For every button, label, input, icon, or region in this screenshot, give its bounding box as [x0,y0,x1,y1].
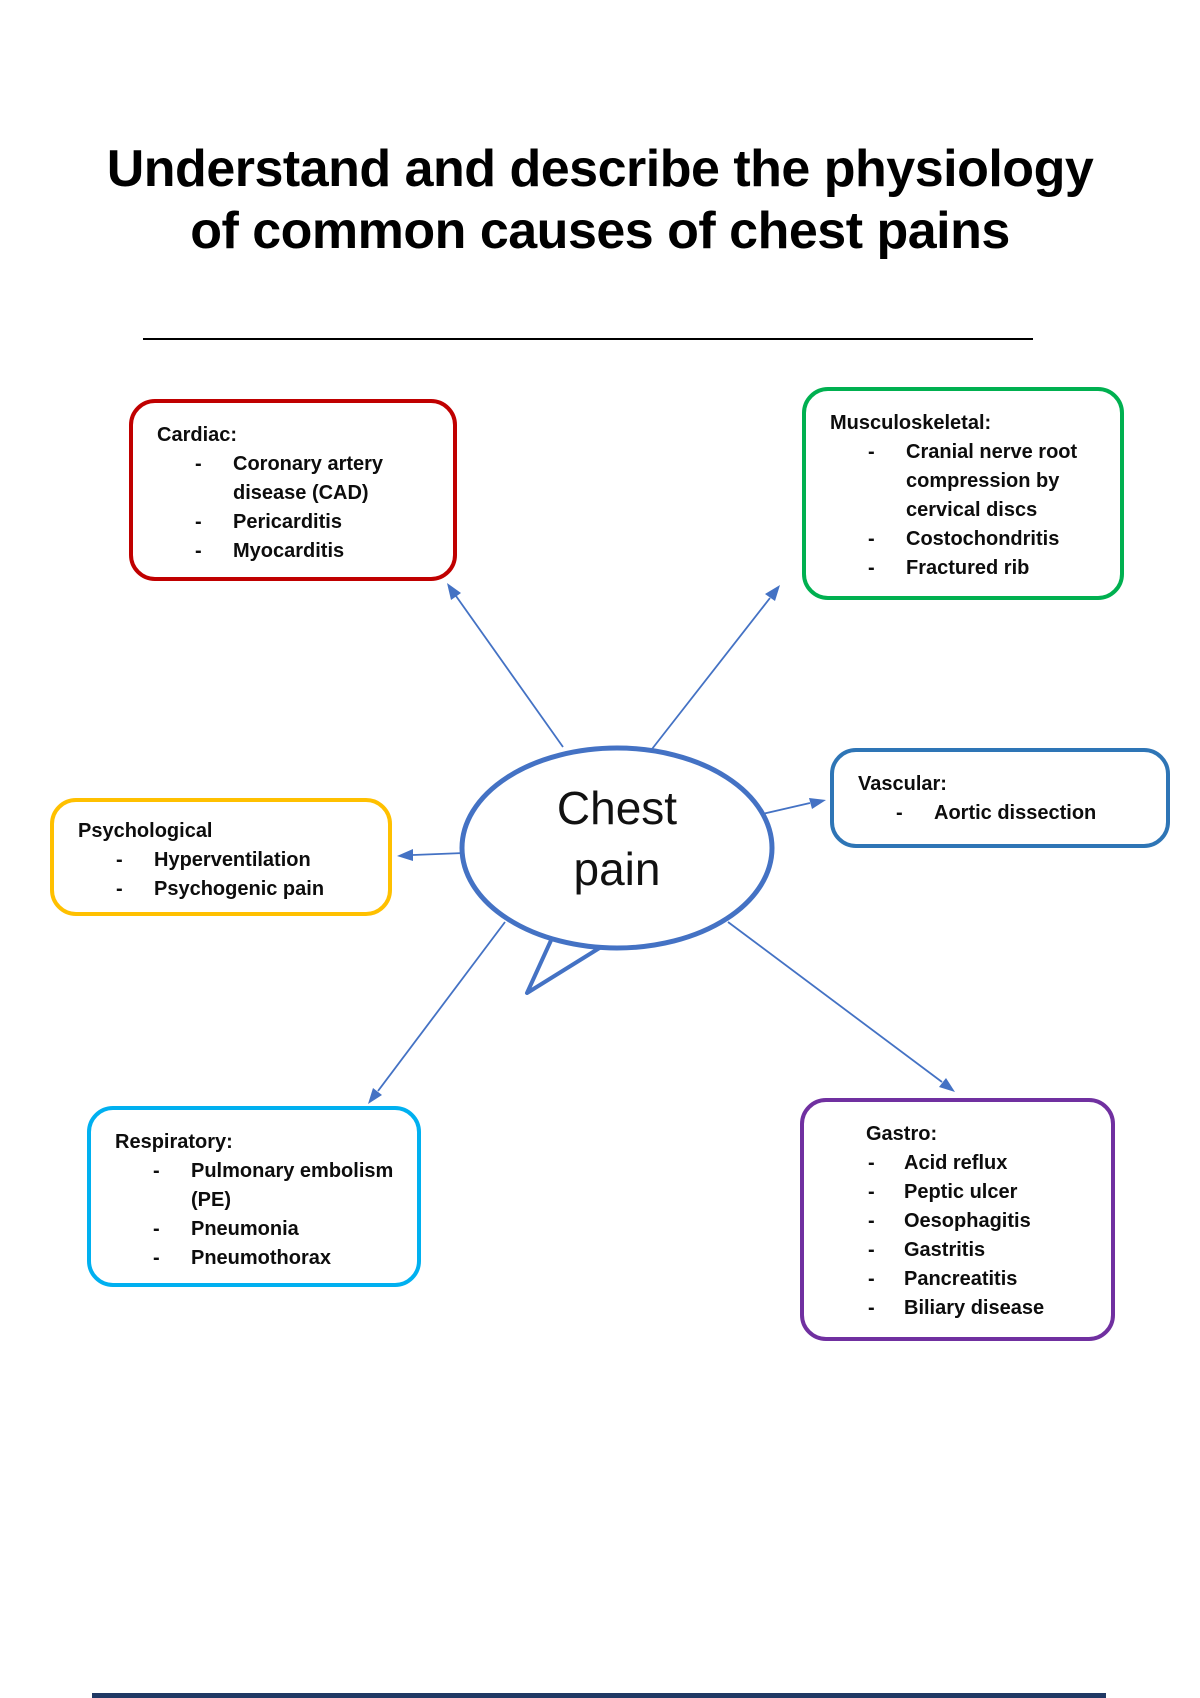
node-psychological-item: Psychogenic pain [78,875,374,904]
title-underline [143,338,1033,340]
node-psychological-item: Hyperventilation [78,846,374,875]
node-gastro-item: Oesophagitis [866,1207,1097,1236]
node-cardiac: Cardiac: Coronary artery disease (CAD) P… [129,399,457,581]
node-musculoskeletal: Musculoskeletal: Cranial nerve root comp… [802,387,1124,600]
speech-bubble-tail [525,923,624,995]
node-cardiac-label: Cardiac: [157,424,238,446]
page-title: Understand and describe the physiology o… [106,140,1094,261]
node-cardiac-list: Coronary artery disease (CAD) Pericardit… [157,450,439,566]
next-page-edge [92,1693,1106,1698]
node-gastro: Gastro: Acid reflux Peptic ulcer Oesopha… [800,1098,1115,1341]
node-musculoskeletal-item: Cranial nerve root compression by cervic… [830,438,1106,525]
node-cardiac-item: Pericarditis [157,508,439,537]
connector-musculoskeletal [651,597,771,750]
node-respiratory-item: Pulmonary embolism (PE) [115,1157,403,1215]
node-psychological: Psychological Hyperventilation Psychogen… [50,798,392,916]
node-respiratory-item: Pneumothorax [115,1244,403,1273]
node-respiratory: Respiratory: Pulmonary embolism (PE) Pne… [87,1106,421,1287]
arrowhead-psychological [397,849,413,861]
node-vascular-item: Aortic dissection [858,799,1152,828]
node-respiratory-item: Pneumonia [115,1215,403,1244]
node-vascular-label: Vascular: [858,773,947,795]
node-gastro-item: Peptic ulcer [866,1178,1097,1207]
arrowhead-gastro [939,1078,955,1092]
connector-vascular [757,802,811,816]
node-respiratory-label: Respiratory: [115,1131,233,1153]
arrowhead-cardiac [447,583,461,600]
node-vascular: Vascular: Aortic dissection [830,748,1170,848]
arrowhead-musculoskeletal [765,585,780,601]
node-gastro-item: Gastritis [866,1236,1097,1265]
node-psychological-label: Psychological [78,820,213,842]
node-musculoskeletal-item: Fractured rib [830,554,1106,583]
node-gastro-item: Biliary disease [866,1294,1097,1323]
connector-gastro [727,921,943,1083]
connector-cardiac [455,595,564,748]
node-musculoskeletal-item: Costochondritis [830,525,1106,554]
connector-respiratory [377,921,506,1092]
node-musculoskeletal-list: Cranial nerve root compression by cervic… [830,438,1106,583]
node-vascular-list: Aortic dissection [858,799,1152,828]
connector-psychological [412,852,465,856]
node-cardiac-item: Myocarditis [157,537,439,566]
node-respiratory-list: Pulmonary embolism (PE) Pneumonia Pneumo… [115,1157,403,1273]
node-gastro-item: Acid reflux [866,1149,1097,1178]
arrowhead-respiratory [368,1088,382,1104]
node-cardiac-item: Coronary artery disease (CAD) [157,450,439,508]
node-musculoskeletal-label: Musculoskeletal: [830,412,992,434]
node-gastro-item: Pancreatitis [866,1265,1097,1294]
node-gastro-list: Acid reflux Peptic ulcer Oesophagitis Ga… [866,1149,1097,1323]
arrowhead-vascular [809,798,826,809]
node-gastro-label: Gastro: [866,1123,938,1145]
node-psychological-list: Hyperventilation Psychogenic pain [78,846,374,904]
chest-pain-label: Chest pain [556,782,678,895]
